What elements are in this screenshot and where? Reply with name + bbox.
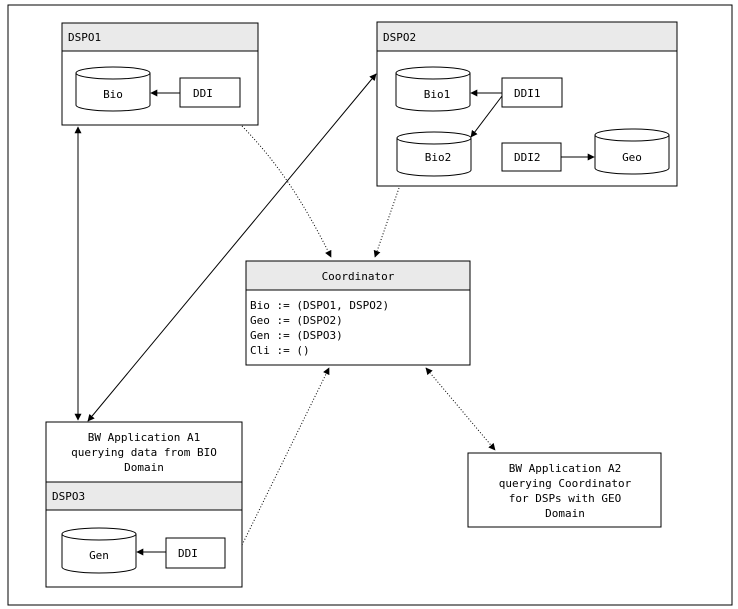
dsp01-to-coordinator-link	[241, 125, 332, 258]
dsp02-ddi1-label: DDI1	[514, 87, 541, 100]
app-a2-line-4: Domain	[545, 507, 585, 520]
app-a2-line-1: BW Application A2	[509, 462, 622, 475]
dsp03-gen-label: Gen	[89, 549, 109, 562]
dsp02-ddi2-label: DDI2	[514, 151, 541, 164]
dsp01-box: DSPO1 Bio DDI	[61, 22, 259, 126]
coordinator-title: Coordinator	[322, 270, 395, 283]
coordinator-line-cli: Cli := ()	[250, 344, 310, 357]
dsp03-title: DSPO3	[52, 490, 85, 503]
outer-frame	[7, 4, 733, 606]
dsp03-box: DSPO3 Gen DDI	[45, 481, 243, 588]
dsp02-bio2-database-icon	[396, 131, 472, 177]
app-a1-line-3: Domain	[124, 461, 164, 474]
dsp03-ddi-label: DDI	[178, 547, 198, 560]
dsp01-title: DSPO1	[68, 31, 101, 44]
app-a1-line-2: querying data from BIO	[71, 446, 217, 459]
dsp02-to-coordinator-link	[373, 187, 400, 258]
dsp02-geo-database-icon	[594, 128, 670, 175]
app-a2-box: BW Application A2 querying Coordinator f…	[467, 452, 662, 528]
dsp03-to-coordinator-link	[241, 367, 330, 546]
dsp01-bio-label: Bio	[103, 88, 123, 101]
app-a2-line-2: querying Coordinator	[499, 477, 632, 490]
dsp02-geo-label: Geo	[622, 151, 642, 164]
dsp02-bio1-label: Bio1	[424, 88, 451, 101]
coordinator-line-gen: Gen := (DSPO3)	[250, 329, 343, 342]
app-a2-line-3: for DSPs with GEO	[509, 492, 622, 505]
dsp03-gen-database-icon	[61, 527, 137, 574]
a1-dsp02-link	[87, 73, 377, 422]
coordinator-line-bio: Bio := (DSPO1, DSPO2)	[250, 299, 389, 312]
dsp02-ddi2-box	[501, 142, 562, 172]
dsp02-ddi1-to-bio2-arrow	[470, 95, 503, 138]
app-a1-box: BW Application A1 querying data from BIO…	[45, 421, 243, 483]
coordinator-line-geo: Geo := (DSPO2)	[250, 314, 343, 327]
coordinator-box: Coordinator Bio := (DSPO1, DSPO2) Geo :=…	[245, 260, 471, 366]
app-a1-line-1: BW Application A1	[88, 431, 201, 444]
dsp02-ddi1-box	[501, 77, 563, 108]
dsp03-ddi-box	[165, 537, 226, 569]
dsp01-ddi-label: DDI	[193, 87, 213, 100]
coordinator-a2-link	[425, 367, 496, 451]
dsp02-box: DSPO2 Bio1 DDI1 Bio2 DDI2 Geo	[376, 21, 678, 187]
dsp02-title: DSPO2	[383, 31, 416, 44]
dsp02-bio2-label: Bio2	[425, 151, 452, 164]
dsp02-bio1-database-icon	[395, 66, 471, 112]
